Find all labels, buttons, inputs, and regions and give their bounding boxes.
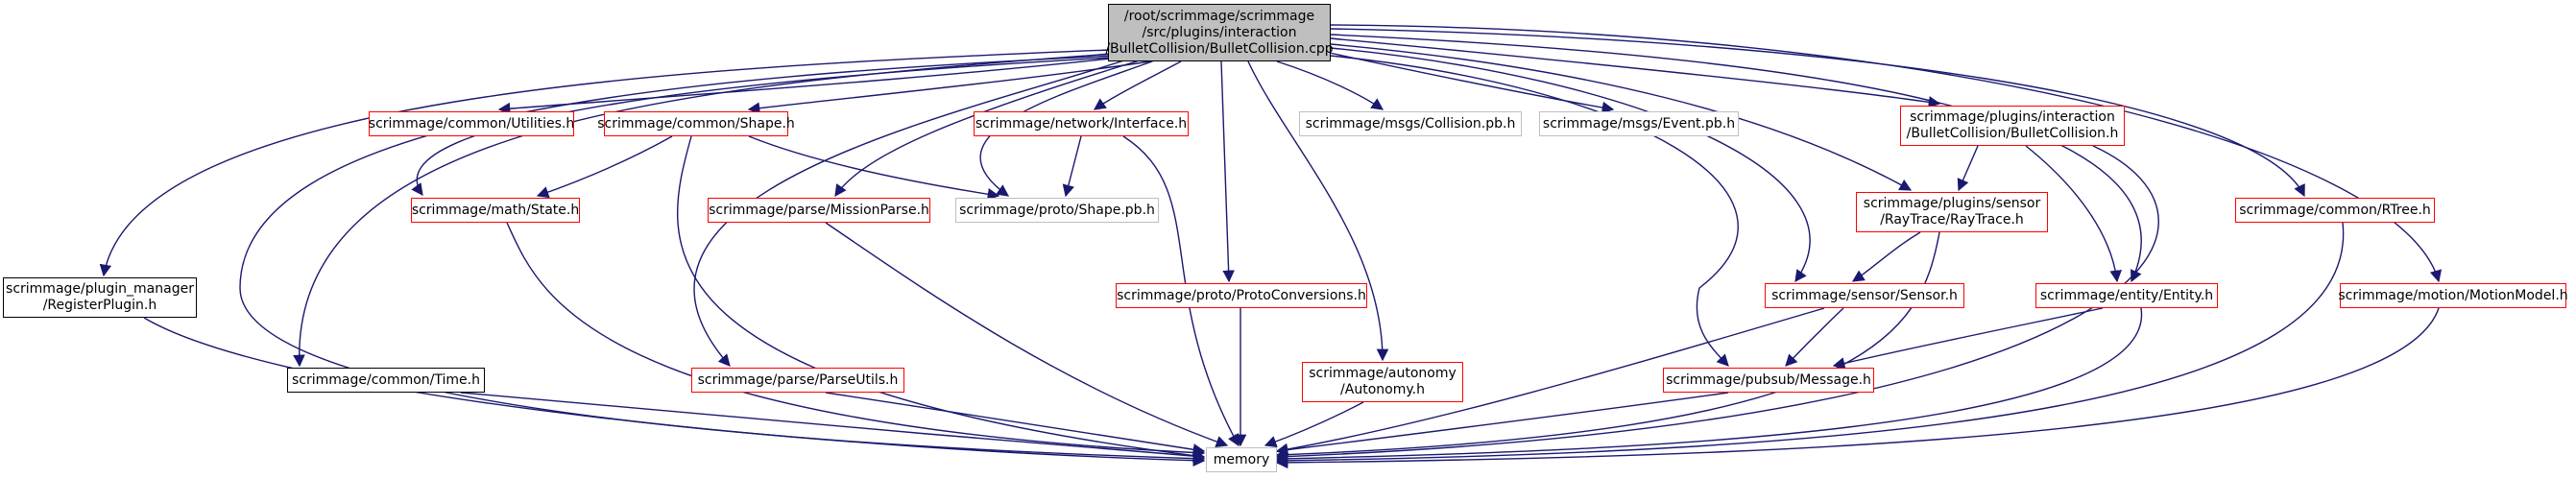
edge-shape-to-memory xyxy=(676,135,1206,462)
edge-main-to-bullet-h xyxy=(1330,37,1941,108)
edge-main-to-registerplugin xyxy=(99,49,1111,277)
node-collision-pb-h[interactable]: scrimmage/msgs/Collision.pb.h xyxy=(1299,111,1522,136)
edge-main-to-parseutils xyxy=(693,57,1134,367)
node-protoconversions-h[interactable]: scrimmage/proto/ProtoConversions.h xyxy=(1116,283,1367,308)
node-bulletcollision-h[interactable]: scrimmage/plugins/interaction /BulletCol… xyxy=(1900,106,2125,146)
node-state-h[interactable]: scrimmage/math/State.h xyxy=(411,198,580,223)
edge-message-to-memory xyxy=(1275,392,1729,456)
edge-sensor-to-memory xyxy=(1275,307,1825,456)
node-motionmodel-h[interactable]: scrimmage/motion/MotionModel.h xyxy=(2338,283,2568,308)
edge-state-to-memory xyxy=(506,222,1206,459)
edge-main-to-protoconv xyxy=(1220,60,1235,283)
edge-main-to-motionmodel xyxy=(1330,24,2442,283)
edge-missionparse-to-memory xyxy=(825,222,1229,448)
edge-shape-to-state xyxy=(536,135,673,199)
edge-shape-to-shapepb xyxy=(748,135,1000,201)
edge-main-to-collisionpb xyxy=(1276,60,1384,110)
node-time-h[interactable]: scrimmage/common/Time.h xyxy=(287,368,485,393)
node-utilities-h[interactable]: scrimmage/common/Utilities.h xyxy=(369,111,574,136)
edge-sensor-to-message xyxy=(1785,307,1844,367)
node-interface-h[interactable]: scrimmage/network/Interface.h xyxy=(974,111,1189,136)
edge-main-to-message xyxy=(1329,55,1739,367)
node-parseutils-h[interactable]: scrimmage/parse/ParseUtils.h xyxy=(691,368,904,393)
node-registerplugin-h[interactable]: scrimmage/plugin_manager /RegisterPlugin… xyxy=(3,277,197,318)
edge-raytrace-to-sensor xyxy=(1851,231,1921,282)
edge-entity-to-message xyxy=(1832,307,2104,370)
node-memory[interactable]: memory xyxy=(1206,447,1277,472)
edge-main-to-sensor xyxy=(1330,47,1811,283)
node-entity-h[interactable]: scrimmage/entity/Entity.h xyxy=(2035,283,2218,308)
edge-main-to-rtree xyxy=(1330,28,2305,198)
edge-entity-to-memory xyxy=(1275,307,2142,466)
edge-parseutils-to-memory xyxy=(825,392,1206,456)
edge-main-to-missionparse xyxy=(834,59,1144,198)
edge-bullet-to-entity xyxy=(2025,145,2122,283)
node-rtree-h[interactable]: scrimmage/common/RTree.h xyxy=(2235,198,2435,223)
edge-main-to-interface xyxy=(1093,60,1182,110)
edge-raytrace-to-memory xyxy=(1275,231,1940,461)
edge-bullet-to-raytrace xyxy=(1957,145,1979,192)
edge-interface-to-shapepb xyxy=(1062,135,1082,198)
node-raytrace-h[interactable]: scrimmage/plugins/sensor /RayTrace/RayTr… xyxy=(1856,192,2048,232)
node-message-h[interactable]: scrimmage/pubsub/Message.h xyxy=(1663,368,1874,393)
edge-rtree-to-memory xyxy=(1275,222,2345,467)
edge-main-to-utilities xyxy=(497,53,1153,115)
node-event-pb-h[interactable]: scrimmage/msgs/Event.pb.h xyxy=(1539,111,1739,136)
node-shape-pb-h[interactable]: scrimmage/proto/Shape.pb.h xyxy=(955,198,1159,223)
node-main-bulletcollision-cpp[interactable]: /root/scrimmage/scrimmage /src/plugins/i… xyxy=(1105,4,1334,61)
edge-motionmodel-to-memory xyxy=(1275,307,2440,469)
node-missionparse-h[interactable]: scrimmage/parse/MissionParse.h xyxy=(708,198,930,223)
edge-main-to-autonomy xyxy=(1247,60,1389,362)
edge-interface-to-memory xyxy=(1122,135,1240,447)
edge-time-to-memory xyxy=(460,392,1206,463)
node-shape-h[interactable]: scrimmage/common/Shape.h xyxy=(597,111,795,136)
edge-main-to-shape xyxy=(747,59,1163,114)
node-autonomy-h[interactable]: scrimmage/autonomy /Autonomy.h xyxy=(1302,362,1463,402)
edge-main-to-entity xyxy=(1330,34,2142,283)
edge-main-to-state xyxy=(411,57,1111,197)
edge-registerplugin-to-memory xyxy=(143,317,1206,467)
edge-main-to-raytrace xyxy=(1330,43,1913,191)
node-sensor-h[interactable]: scrimmage/sensor/Sensor.h xyxy=(1765,283,1964,308)
edge-main-to-eventpb xyxy=(1324,51,1615,114)
edge-autonomy-to-memory xyxy=(1264,401,1364,448)
edge-bullet-to-memory xyxy=(1275,145,2159,463)
